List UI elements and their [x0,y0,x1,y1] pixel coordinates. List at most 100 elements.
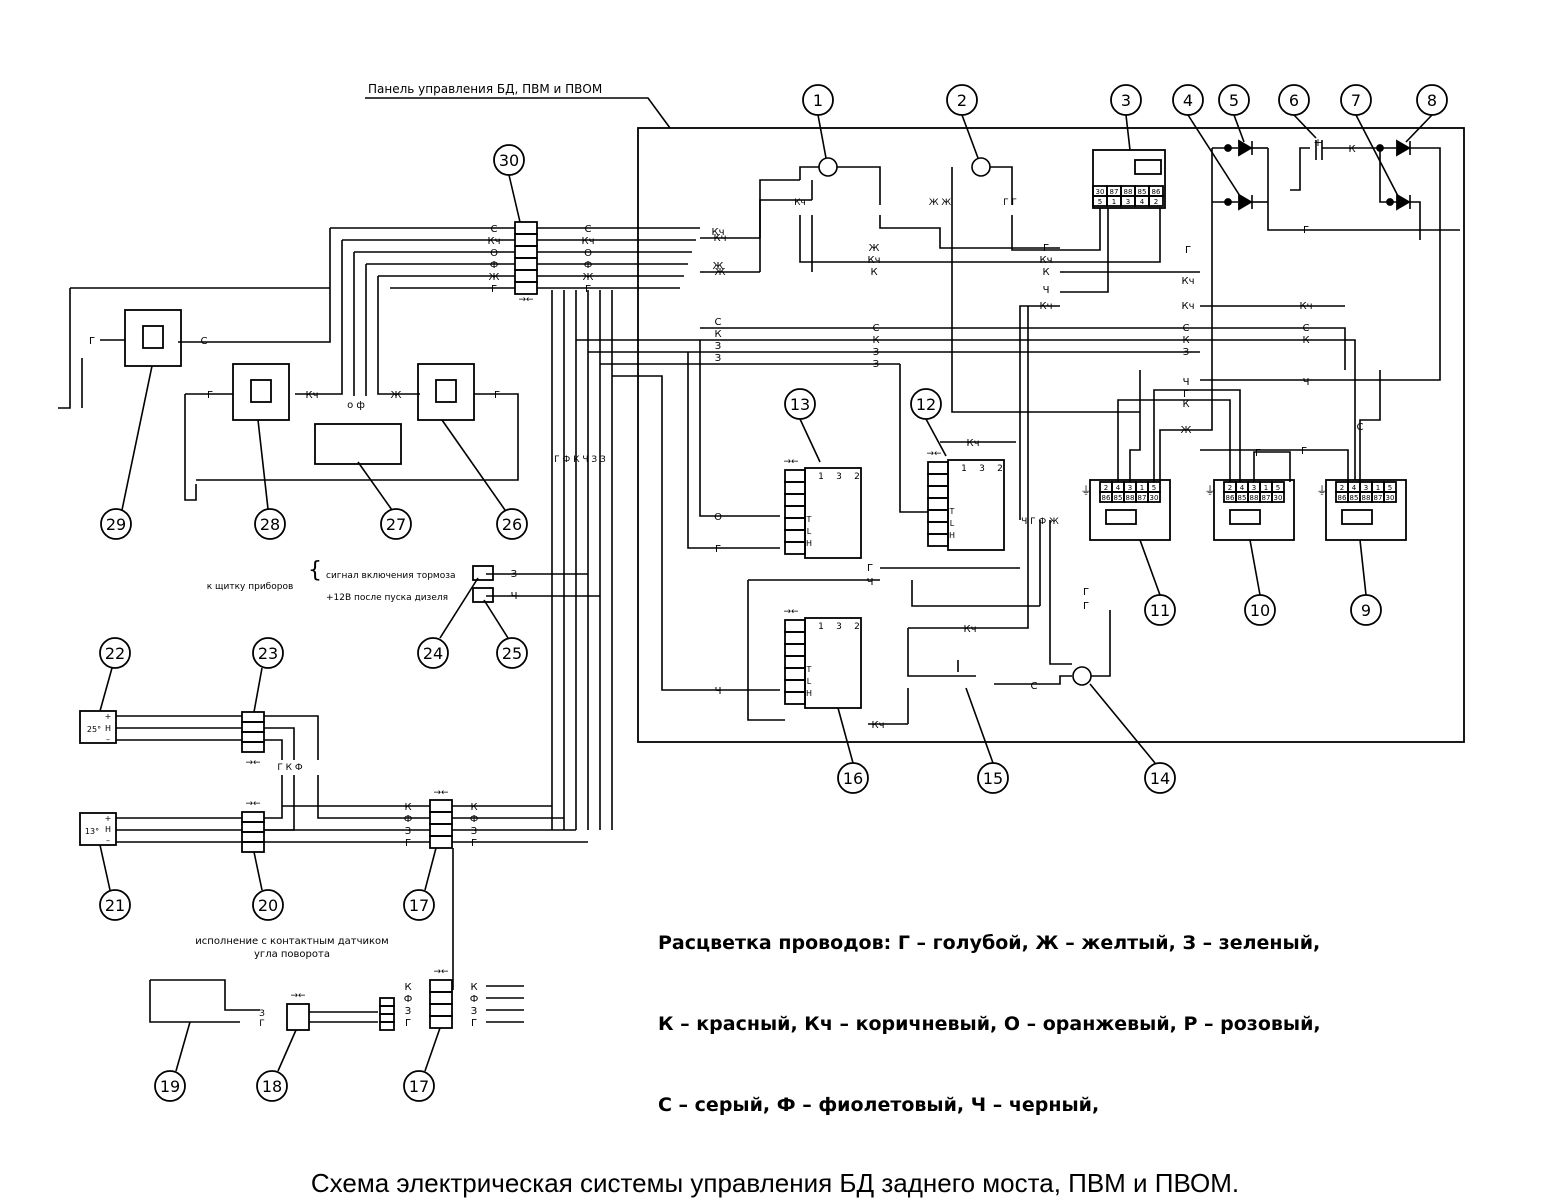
wire-label: – [106,735,110,744]
wire-label: С [201,336,208,347]
leader-line [99,844,111,891]
leader-line [837,707,854,764]
wire-label: – [106,836,110,845]
wire [911,580,1040,607]
wire [994,675,1072,685]
marker-circle [493,144,525,176]
wire-label: Г Ф К Ч З З [554,455,606,465]
connector-cell [241,741,265,753]
connector-cell [429,835,453,849]
wire-label: К [872,335,879,346]
leader-line [508,174,521,223]
wire [1060,208,1161,263]
wire-label: З [715,341,721,352]
wire [178,228,331,343]
switch-12-term: 2 [997,464,1003,474]
wire-label: К [470,982,477,993]
relay-9-pin-label: 86 [1338,494,1347,502]
wire-label: З [405,1006,411,1017]
connector-cell [784,541,806,555]
relay-29-box [124,309,182,367]
switch-12-side: Н [949,531,955,540]
connector-cell [927,485,949,499]
leader-line [277,1029,297,1072]
wire-label: К [1182,399,1189,410]
wire-color-legend: Расцветка проводов: Г – голубой, Ж – жел… [658,876,1321,1146]
leader-line [99,667,113,712]
wire [264,739,283,760]
leader-line [925,418,947,457]
connector-cell [927,461,949,475]
connector-cell [784,517,806,531]
marker-circle [910,388,942,420]
wire-label: о ф [347,400,365,411]
leader-line [424,847,437,891]
marker-circle [1278,84,1310,116]
connector-cell [927,521,949,535]
relay-10-pin-label: 3 [1252,484,1256,492]
sensor-22-value: 25° [87,725,101,734]
marker-number: 1 [813,91,823,110]
marker-circle [1350,594,1382,626]
wire-label: О [584,248,592,259]
marker-circle [946,84,978,116]
leader-line [1359,539,1367,596]
connector-cell [241,711,265,723]
relay-9-pin-label: 5 [1388,484,1392,492]
switch-12-side: Т [949,507,955,516]
marker-circle [380,508,412,540]
wire-label: Ч [1303,377,1310,388]
leader-line [799,418,821,463]
wire-label: Г [494,390,500,401]
relay-3-pin-label: 85 [1138,188,1147,196]
relay-11-pin-label: 85 [1114,494,1123,502]
ground-icon: ⏚ [1081,484,1092,497]
wire-label: Г [1301,446,1307,457]
marker-circle [252,637,284,669]
junction-dot [1376,144,1384,152]
wire-label: Ж [489,272,500,283]
marker-number: 15 [983,769,1003,788]
relay-11-box [1089,479,1171,541]
relay-11-pin-label: 88 [1126,494,1135,502]
connector-cell [927,497,949,511]
relay-10-pin-label: 4 [1240,484,1245,492]
connector-cell [241,731,265,743]
wire-label: Г [491,284,497,295]
wire-label: К [470,802,477,813]
relay-9-pin-label: 2 [1340,484,1344,492]
connector-cell [379,997,395,1007]
marker-circle [403,1070,435,1102]
connector-cell [241,821,265,833]
wire-label: К [1302,335,1309,346]
wire-label: З [873,359,879,370]
relay-3-pin-label: 1 [1112,198,1116,206]
marker-circle [99,889,131,921]
connector-key-icon: →← [783,607,799,617]
junction-dot [1224,144,1232,152]
connector-cell [784,493,806,507]
leader-line [965,687,994,764]
connector-cell [784,529,806,543]
diagram-caption: Схема электрическая системы управления Б… [310,1168,1240,1198]
wire-label: Кч [966,438,979,449]
wire [1410,201,1421,240]
wire-label: Г Г [1003,198,1017,208]
relay-10-pin-label: 30 [1274,494,1283,502]
connector-cell [429,823,453,837]
marker-circle [1218,84,1250,116]
wire-label: Г [405,838,411,849]
wire-label: Ж [713,261,724,272]
wire-label: Кч [867,255,880,266]
switch-16-body [804,617,862,709]
switch-16-term: 3 [836,622,842,632]
wire-label: Кч [711,227,724,238]
connector-cell [927,473,949,487]
marker-number: 2 [957,91,967,110]
wire [150,979,260,1011]
wire-label: Кч [1181,276,1194,287]
wire-label: Г [585,284,591,295]
relay-10-pin-label: 86 [1226,494,1235,502]
marker-circle [1340,84,1372,116]
switch-16-term: 2 [854,622,860,632]
